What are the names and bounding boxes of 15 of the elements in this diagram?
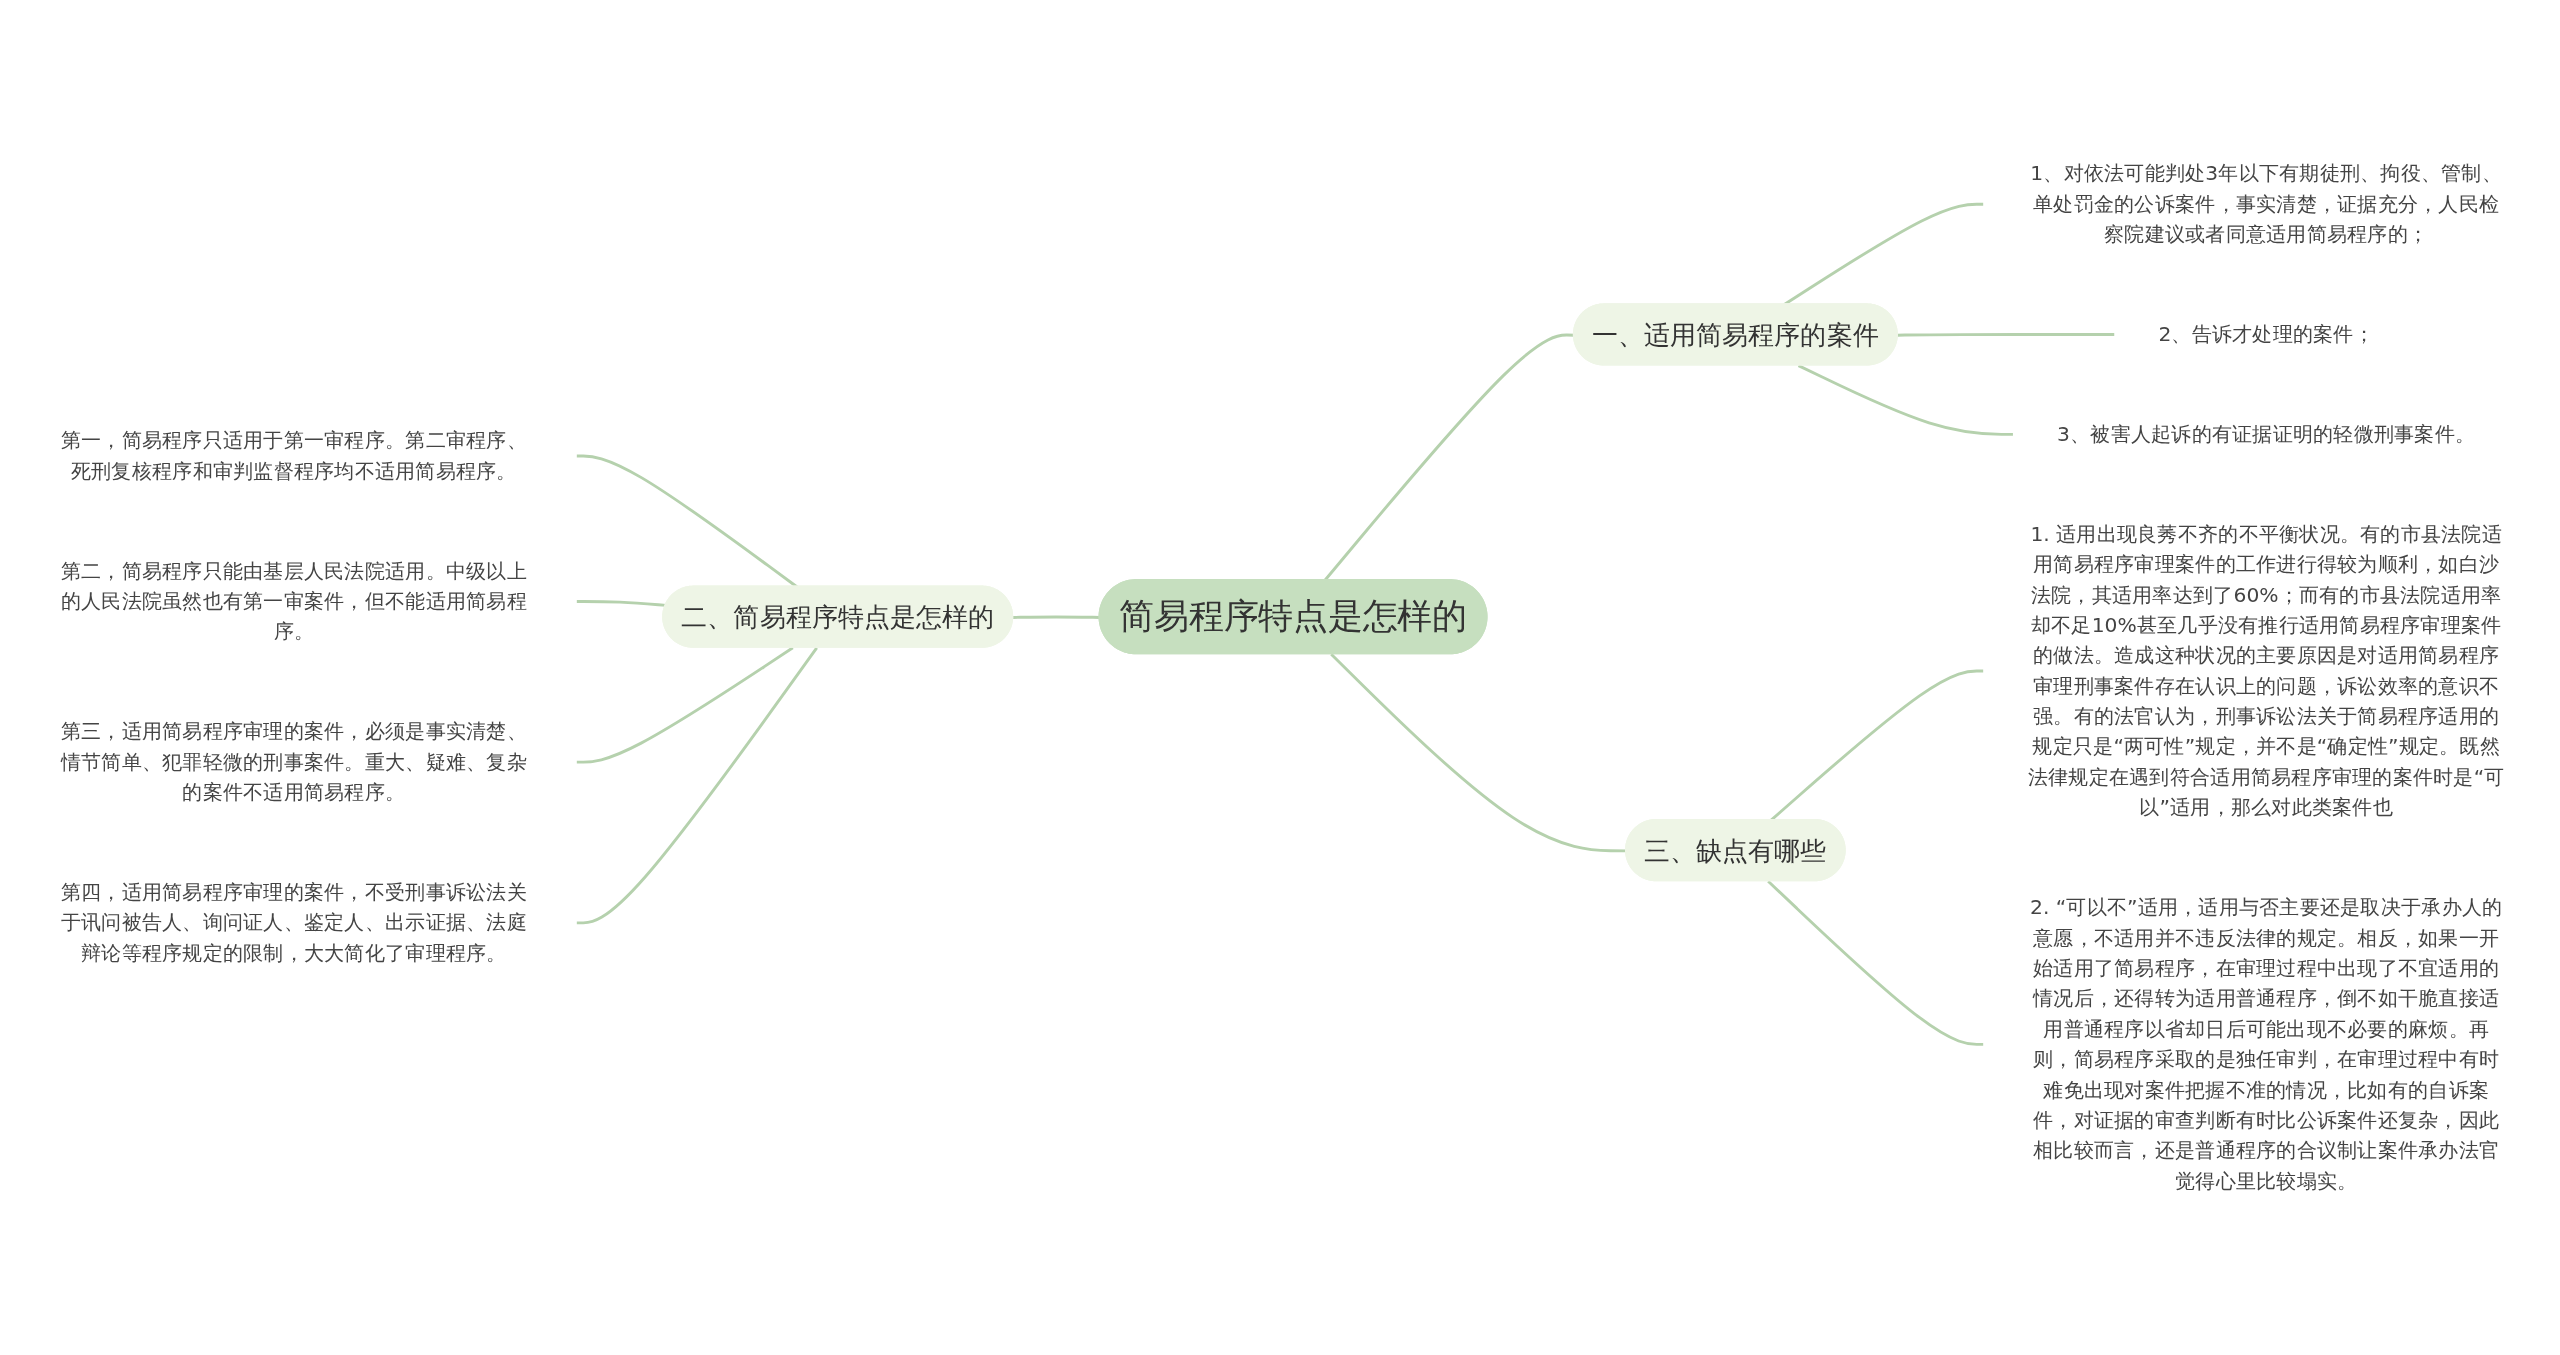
node-text: 2. “可以不”适用，适用与否主要还是取决于承办人的意愿，不适用并不违反法律的规定。相反，如果一开始适用了简易程序，在审理过程中出现了不宜适用的情况后，还得转为适用普通程序，倒不如干脆直接适用普通程序以省却日后可能出现不必要的麻烦。再则，简易程序采取的是独任审判，在审理过程中有时难免出现对案件把握不准的情况，比如有的自诉案件，对证据的审查判断有时比公诉案件还复杂，因此相比较而言，还是普通程序的合议制让案件承办法官觉得心里比较塌实。 <box>2030 895 2503 1193</box>
node-text: 第一，简易程序只适用于第一审程序。第二审程序、死刑复核程序和审判监督程序均不适用简易程序。 <box>60 428 527 483</box>
node-text: 1. 适用出现良莠不齐的不平衡状况。有的市县法院适用简易程序审理案件的工作进行得较为顺利，如白沙法院，其适用率达到了60%；而有的市县法院适用率却不足10%甚至几乎没有推行适用简易程序审理案件的做法。造成这种状况的主要原因是对适用简易程序审理刑事案件存在认识上的问题，诉讼效率的意识不强。有的法官认为，刑事诉讼法关于简易程序适用的规定只是“两可性”规定，并不是“确定性”规定。既然法律规定在遇到符合适用简易程序审理的案件时是“可以”适用，那么对此类案件也 <box>2027 521 2505 819</box>
node-text: 3、被害人起诉的有证据证明的轻微刑事案件。 <box>2057 422 2476 446</box>
node-text: 第二，简易程序只能由基层人民法院适用。中级以上的人民法院虽然也有第一审案件，但不能适用简易程序。 <box>60 558 527 643</box>
connector <box>1897 333 2115 337</box>
connector <box>576 647 818 925</box>
node-text: 1、对依法可能判处3年以下有期徒刑、拘役、管制、单处罚金的公诉案件，事实清楚，证据充分，人民检察院建议或者同意适用简易程序的； <box>2030 161 2502 246</box>
connector <box>1797 364 2014 436</box>
connector <box>1783 202 1984 306</box>
node-text: 第四，适用简易程序审理的案件，不受刑事诉讼法关于讯问被告人、询问证人、鉴定人、出示证据、法庭辩论等程序规定的限制，大大简化了审理程序。 <box>60 880 527 965</box>
node-text: 2、告诉才处理的案件； <box>2158 322 2374 346</box>
connector <box>1767 880 1984 1046</box>
node-text: 第三，适用简易程序审理的案件，必须是事实清楚、情节简单、犯罪轻微的刑事案件。重大、疑难、复杂的案件不适用简易程序。 <box>60 719 527 804</box>
connector <box>576 646 794 764</box>
